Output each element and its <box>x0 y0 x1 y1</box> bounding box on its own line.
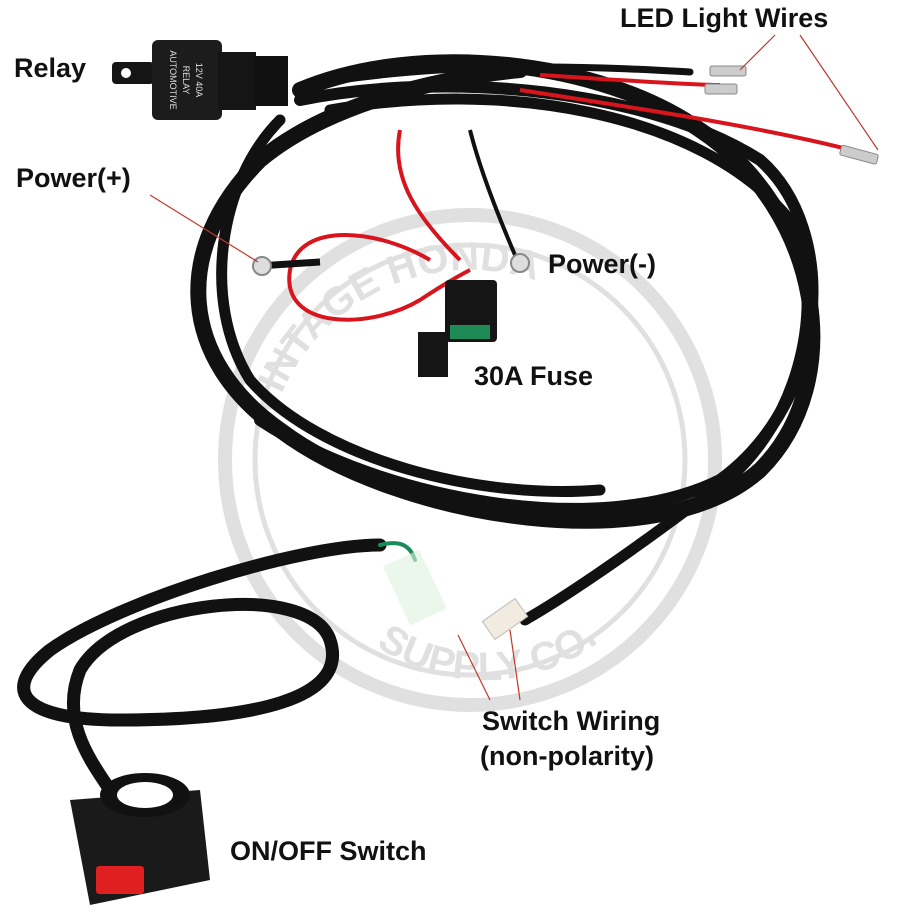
power-negative-terminal <box>510 253 530 273</box>
ground-wire <box>468 129 517 256</box>
label-led-light-wires: LED Light Wires <box>620 3 829 33</box>
power-positive-terminal <box>252 256 272 276</box>
label-power-negative: Power(-) <box>548 249 656 279</box>
led-connectors <box>704 65 879 165</box>
label-relay: Relay <box>14 53 87 83</box>
fuse-holder <box>418 280 497 377</box>
switch-button <box>96 866 144 894</box>
relay-print-3: 12V 40A <box>194 63 204 98</box>
label-switch-wiring: Switch Wiring <box>482 706 661 736</box>
switch-connector <box>481 597 529 641</box>
relay-print-2: RELAY <box>181 66 191 95</box>
label-power-positive: Power(+) <box>16 163 131 193</box>
label-on-off-switch: ON/OFF Switch <box>230 836 427 866</box>
relay: AUTOMOTIVE RELAY 12V 40A <box>112 40 288 120</box>
switch-connector-sleeve <box>382 549 447 626</box>
label-30a-fuse: 30A Fuse <box>474 361 594 391</box>
on-off-switch <box>70 773 210 905</box>
relay-print-1: AUTOMOTIVE <box>168 50 178 109</box>
leader-lines <box>149 34 879 701</box>
label-non-polarity: (non-polarity) <box>480 741 654 771</box>
harness-cables <box>17 54 821 797</box>
